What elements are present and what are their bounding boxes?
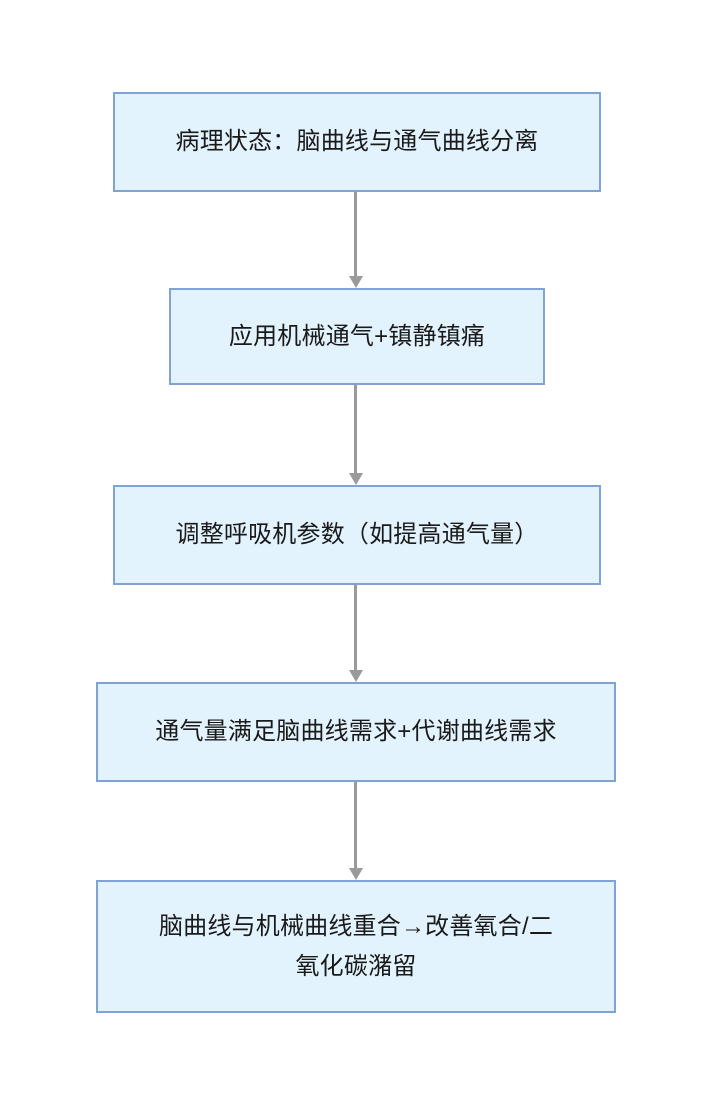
flow-node-curves-overlap-outcome[interactable]: 脑曲线与机械曲线重合→改善氧合/二 氧化碳潴留 [96, 880, 616, 1013]
flow-node-label: 脑曲线与机械曲线重合→改善氧合/二 氧化碳潴留 [158, 912, 554, 980]
arrow-stem [354, 782, 357, 868]
connector-arrow-1 [349, 192, 363, 288]
arrow-head-down-icon [349, 670, 363, 682]
arrow-head-down-icon [349, 868, 363, 880]
flow-node-label: 通气量满足脑曲线需求+代谢曲线需求 [155, 718, 557, 745]
flow-node-label: 调整呼吸机参数（如提高通气量） [175, 521, 539, 548]
connector-arrow-3 [349, 585, 363, 682]
flow-node-mechanical-ventilation[interactable]: 应用机械通气+镇静镇痛 [169, 288, 545, 385]
flow-node-label: 应用机械通气+镇静镇痛 [228, 322, 486, 350]
arrow-stem [354, 385, 357, 473]
flow-node-ventilation-meets-demand[interactable]: 通气量满足脑曲线需求+代谢曲线需求 [96, 682, 616, 782]
arrow-head-down-icon [349, 473, 363, 485]
arrow-stem [354, 585, 357, 670]
flow-node-pathological-state[interactable]: 病理状态：脑曲线与通气曲线分离 [113, 92, 601, 192]
connector-arrow-4 [349, 782, 363, 880]
flow-node-label: 病理状态：脑曲线与通气曲线分离 [175, 128, 539, 155]
flow-node-adjust-ventilator-params[interactable]: 调整呼吸机参数（如提高通气量） [113, 485, 601, 585]
connector-arrow-2 [349, 385, 363, 485]
arrow-stem [354, 192, 357, 276]
arrow-head-down-icon [349, 276, 363, 288]
